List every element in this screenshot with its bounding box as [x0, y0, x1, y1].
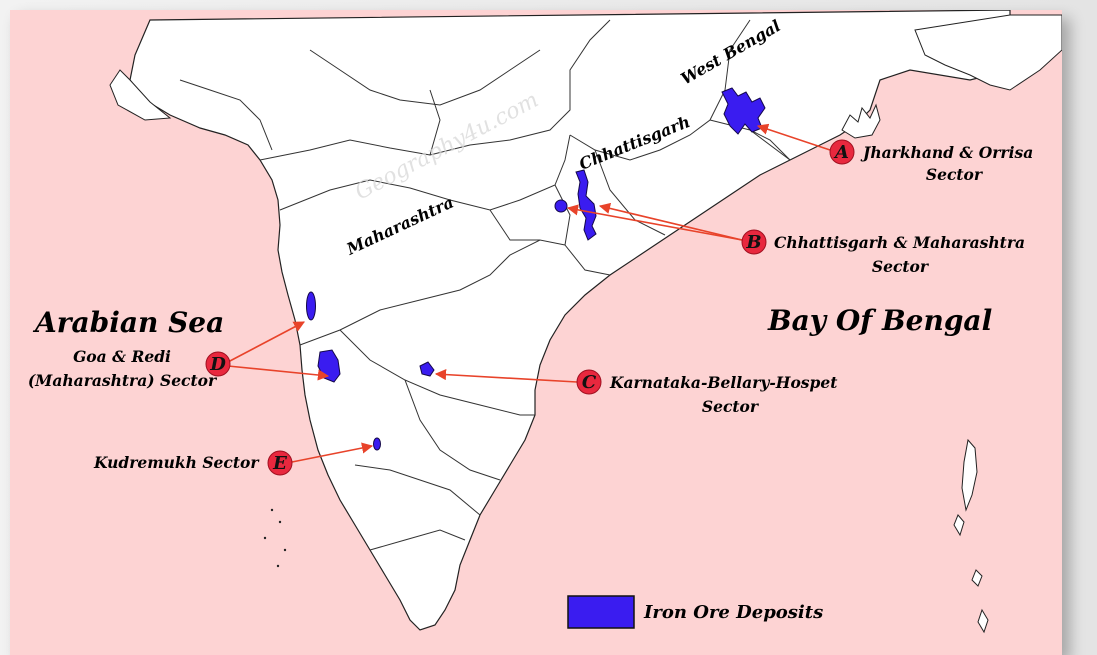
sector-d-line1: Goa & Redi [73, 347, 171, 366]
svg-text:E: E [272, 453, 287, 474]
state-boundaries [179, 19, 791, 551]
badge-d: D [205, 351, 231, 377]
lakshadweep-islands [263, 508, 287, 568]
map-panel: Geography4u.com Arabian Sea Bay Of Benga… [10, 10, 1062, 655]
svg-text:C: C [582, 372, 597, 393]
sector-c-line1: Karnataka-Bellary-Hospet [609, 373, 838, 392]
legend-swatch [567, 595, 635, 629]
iron-ore-deposits [306, 87, 766, 451]
sector-labels: Jharkhand & Orrisa Sector Chhattisgarh &… [28, 143, 1033, 472]
badge-c: C [576, 369, 602, 395]
arrow-c [434, 368, 578, 383]
arrow-e [291, 442, 374, 463]
sector-d-line2: (Maharashtra) Sector [28, 371, 218, 390]
arrow-b1 [598, 202, 743, 241]
deposit-jharkhand-orissa [721, 87, 766, 135]
arrow-d1 [227, 321, 305, 363]
deposit-chhattisgarh [575, 169, 597, 241]
sector-a-line1: Jharkhand & Orrisa [860, 143, 1033, 162]
deposit-maharashtra-dot [554, 199, 568, 213]
sundarbans-coast [841, 103, 881, 139]
badge-e: E [267, 450, 293, 476]
arabian-sea-label: Arabian Sea [32, 306, 224, 339]
gujarat-coast [109, 69, 172, 121]
arrow-b2 [566, 204, 743, 241]
svg-text:B: B [745, 232, 761, 253]
deposit-kudremukh [373, 437, 381, 451]
arrow-a [756, 123, 831, 151]
sector-badges: A B C D E [205, 139, 855, 476]
legend-label: Iron Ore Deposits [643, 602, 823, 623]
svg-text:A: A [833, 142, 849, 163]
sector-a-line2: Sector [926, 165, 984, 184]
badge-b: B [741, 229, 767, 255]
arrow-d2 [227, 365, 330, 381]
deposit-redi [306, 291, 316, 321]
map-legend: Iron Ore Deposits [567, 595, 823, 629]
sector-e-line1: Kudremukh Sector [93, 453, 260, 472]
north-east-region [914, 14, 1062, 91]
badge-a: A [829, 139, 855, 165]
deposit-bellary-hospet [419, 361, 435, 377]
india-iron-ore-map: Geography4u.com Arabian Sea Bay Of Benga… [28, 10, 1062, 634]
svg-text:D: D [209, 354, 226, 375]
sector-arrows [227, 123, 831, 463]
sector-c-line2: Sector [702, 397, 760, 416]
andaman-islands [953, 438, 989, 634]
sector-b-line2: Sector [872, 257, 930, 276]
sector-b-line1: Chhattisgarh & Maharashtra [774, 233, 1025, 252]
bay-of-bengal-label: Bay Of Bengal [767, 304, 992, 337]
